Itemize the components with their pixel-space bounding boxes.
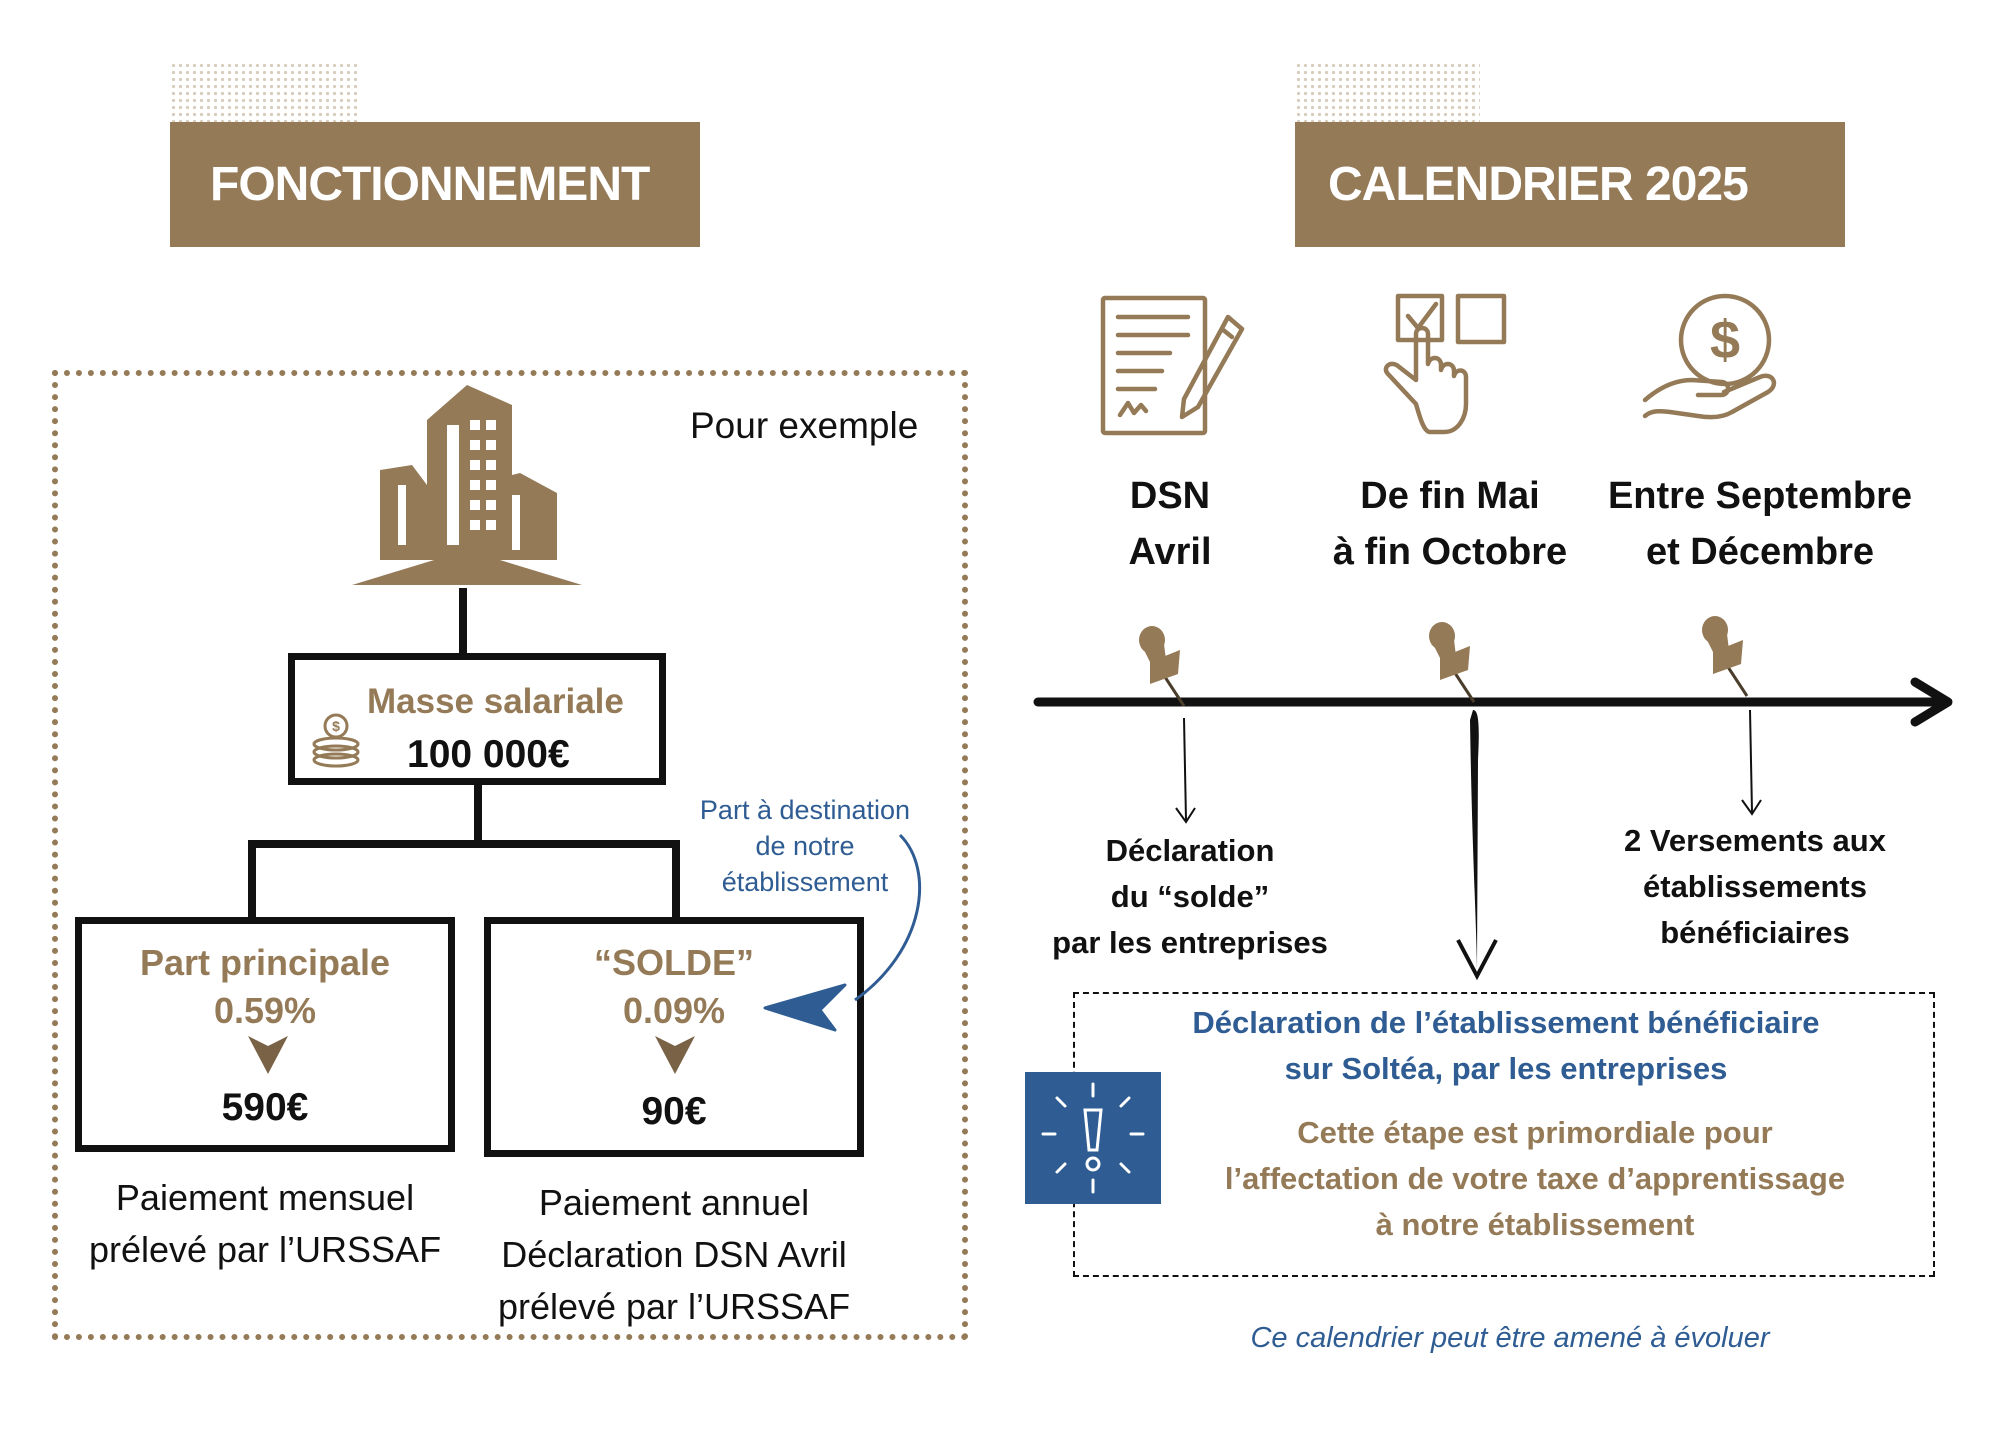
solde-caption: Paiement annuel Déclaration DSN Avril pr… xyxy=(484,1177,864,1333)
fonctionnement-title: FONCTIONNEMENT xyxy=(210,158,650,211)
principale-caption-line: Paiement mensuel xyxy=(115,1177,415,1218)
step-detail-dsn: Déclaration du “solde” par les entrepris… xyxy=(1030,828,1350,966)
soltea-callout: Déclaration de l’établissement bénéficia… xyxy=(1073,992,1935,1277)
footnote: Ce calendrier peut être amené à évoluer xyxy=(1250,1322,1770,1354)
solde-box: “SOLDE” 0.09% 90€ xyxy=(484,917,864,1157)
step-detail-line: 2 Versements aux xyxy=(1624,823,1886,858)
money-hand-icon: $ xyxy=(1642,293,1777,420)
calendrier-title: CALENDRIER 2025 xyxy=(1328,158,1749,211)
principale-amount: 590€ xyxy=(221,1086,309,1129)
arrow-down-icon xyxy=(655,1036,695,1074)
callout-title-line: sur Soltéa, par les entreprises xyxy=(1284,1051,1728,1086)
step-heading-line: Avril xyxy=(1128,531,1212,573)
callout-body-line: à notre établissement xyxy=(1375,1207,1695,1242)
solde-caption-line: prélevé par l’URSSAF xyxy=(497,1286,851,1327)
step-heading-line: DSN xyxy=(1129,475,1211,517)
calendrier-banner: CALENDRIER 2025 xyxy=(1295,122,1845,247)
connector-masse-split xyxy=(474,784,482,844)
pushpin-icon xyxy=(1139,626,1186,707)
arrow-down-icon xyxy=(248,1036,288,1074)
step-heading-mai-octobre: De fin Mai à fin Octobre xyxy=(1300,468,1600,580)
callout-body: Cette étape est primordiale pour l’affec… xyxy=(1155,1110,1915,1248)
callout-body-line: l’affectation de votre taxe d’apprentiss… xyxy=(1224,1161,1846,1196)
part-annotation: Part à destination de notre établissemen… xyxy=(690,792,920,900)
part-principale-box: Part principale 0.59% 590€ xyxy=(75,917,455,1152)
principale-rate: 0.59% xyxy=(213,990,317,1031)
connector-solde xyxy=(672,840,680,920)
principale-label: Part principale xyxy=(139,942,391,983)
callout-body-line: Cette étape est primordiale pour xyxy=(1297,1115,1773,1150)
pushpin-icon xyxy=(1702,616,1749,697)
title-dots-decoration xyxy=(170,62,360,122)
example-label: Pour exemple xyxy=(690,405,919,446)
step-heading-line: De fin Mai xyxy=(1360,475,1540,517)
svg-text:$: $ xyxy=(1710,310,1740,370)
connector-horizontal xyxy=(248,840,680,848)
pushpin-icon xyxy=(1429,622,1476,703)
principale-caption-line: prélevé par l’URSSAF xyxy=(88,1229,442,1270)
example-frame xyxy=(52,370,968,1340)
step-heading-dsn: DSN Avril xyxy=(1040,468,1300,580)
callout-title-line: Déclaration de l’établissement bénéficia… xyxy=(1192,1005,1820,1040)
step-detail-line: établissements xyxy=(1643,869,1867,904)
step-detail-line: du “solde” xyxy=(1110,879,1270,914)
timeline xyxy=(1033,677,1953,981)
step-detail-line: bénéficiaires xyxy=(1660,915,1850,950)
step-heading-line: Entre Septembre xyxy=(1607,475,1913,517)
connector-principale xyxy=(248,840,256,920)
svg-text:$: $ xyxy=(332,718,340,734)
curved-arrow-icon xyxy=(763,833,921,1032)
checkbox-hand-icon xyxy=(1383,293,1507,435)
fonctionnement-banner: FONCTIONNEMENT xyxy=(170,122,700,247)
step-heading-line: à fin Octobre xyxy=(1332,531,1568,573)
annotation-line: de notre xyxy=(755,831,855,861)
solde-caption-line: Déclaration DSN Avril xyxy=(501,1234,847,1275)
building-icon xyxy=(352,385,582,585)
connector-building-masse xyxy=(459,588,467,658)
masse-salariale-box: $ Masse salariale 100 000€ xyxy=(288,653,666,785)
principale-caption: Paiement mensuel prélevé par l’URSSAF xyxy=(75,1172,455,1276)
title-dots-decoration xyxy=(1295,62,1480,122)
alert-icon xyxy=(1025,1072,1161,1204)
coins-icon: $ xyxy=(312,713,360,768)
solde-amount: 90€ xyxy=(641,1090,707,1133)
masse-label: Masse salariale xyxy=(367,682,624,721)
callout-title: Déclaration de l’établissement bénéficia… xyxy=(1095,1000,1917,1092)
step-detail-line: par les entreprises xyxy=(1052,925,1328,960)
masse-value: 100 000€ xyxy=(407,733,570,776)
document-signature-icon xyxy=(1100,295,1245,436)
step-heading-septembre-decembre: Entre Septembre et Décembre xyxy=(1590,468,1930,580)
solde-caption-line: Paiement annuel xyxy=(538,1182,810,1223)
solde-label: “SOLDE” xyxy=(593,942,754,983)
annotation-line: établissement xyxy=(721,867,889,897)
step-heading-line: et Décembre xyxy=(1645,531,1875,573)
step-detail-versements: 2 Versements aux établissements bénéfici… xyxy=(1590,818,1920,956)
solde-rate: 0.09% xyxy=(622,990,726,1031)
step-detail-line: Déclaration xyxy=(1105,833,1275,868)
annotation-line: Part à destination xyxy=(699,795,911,825)
